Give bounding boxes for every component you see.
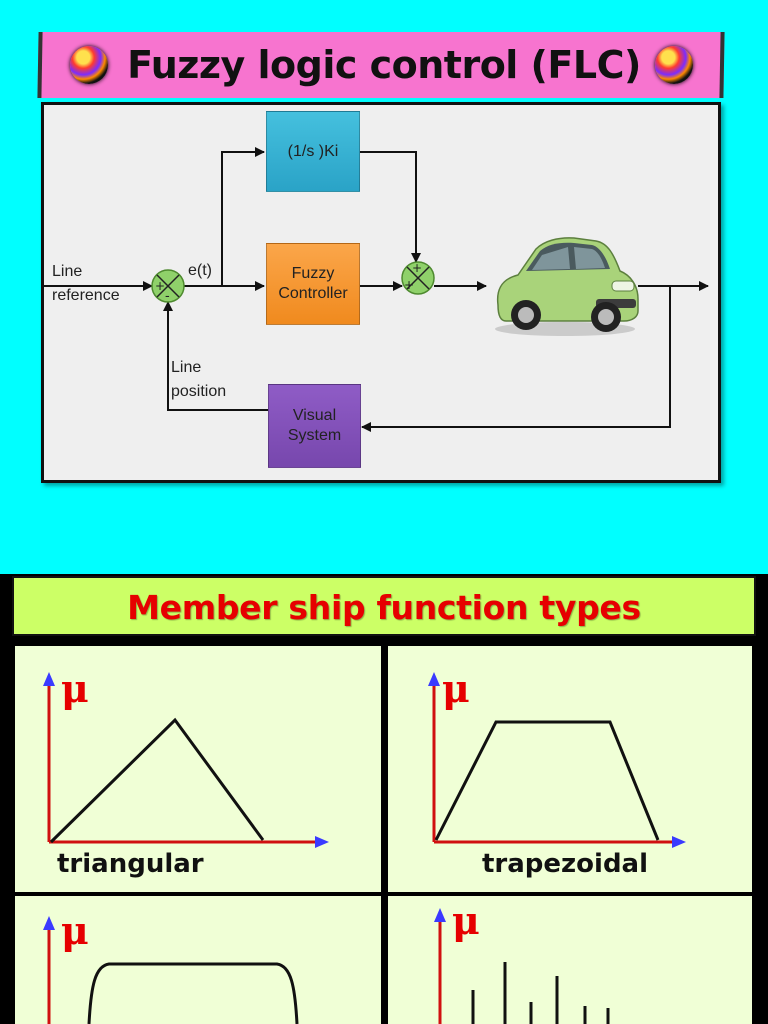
decorative-orb-icon: [70, 46, 108, 84]
mu-symbol: μ: [442, 666, 470, 711]
integrator-output-arrow: [360, 151, 421, 263]
mu-symbol: μ: [61, 908, 89, 953]
rounded-plateau-plot: [43, 916, 299, 1024]
integrator-block: (1/s )Ki: [266, 111, 360, 192]
singleton-lines: [471, 962, 610, 1024]
feedback-arrow: [361, 286, 671, 432]
svg-text:+: +: [404, 278, 414, 292]
svg-text:-: -: [165, 289, 170, 304]
triangular-caption: triangular: [57, 849, 204, 879]
mu-symbol: μ: [452, 898, 480, 943]
diagram-wiring: + - + +: [44, 147, 709, 432]
car-image: [495, 237, 639, 336]
membership-title: Member ship function types: [127, 588, 641, 627]
summing-junction-1: + -: [151, 269, 185, 304]
trapezoid-curve: [434, 720, 660, 841]
trapezoidal-caption: trapezoidal: [482, 849, 649, 879]
slide-membership-functions: Member ship function types μ triangular …: [0, 574, 768, 1024]
rounded-curve: [87, 962, 299, 1024]
error-label: e(t): [188, 262, 212, 279]
mf-cell-trapezoidal: μ trapezoidal: [388, 646, 752, 892]
mu-symbol: μ: [61, 666, 89, 711]
summing-junction-2: + +: [401, 261, 435, 295]
triangle-curve: [49, 717, 265, 844]
fuzzy-controller-block: Fuzzy Controller: [266, 243, 360, 325]
trapezoidal-plot: [428, 672, 686, 848]
membership-header: Member ship function types: [12, 576, 756, 636]
line-position-label: Line position: [171, 359, 227, 400]
decorative-orb-icon: [655, 46, 693, 84]
slide-title: Fuzzy logic control (FLC): [127, 43, 641, 87]
slide-fuzzy-logic-control: Fuzzy logic control (FLC): [37, 32, 725, 483]
visual-system-block: Visual System: [268, 384, 361, 468]
mf-cell-singletons: μ: [388, 896, 752, 1024]
svg-text:+: +: [412, 261, 422, 275]
svg-text:+: +: [155, 279, 165, 293]
line-position-arrow: [163, 301, 268, 411]
triangular-plot: [43, 672, 329, 848]
singletons-plot: [434, 908, 610, 1024]
flc-block-diagram: + - + +: [41, 102, 721, 483]
line-reference-label: Line reference: [52, 263, 120, 304]
mf-cell-triangular: μ triangular: [15, 646, 381, 892]
mf-cell-rounded: μ: [15, 896, 381, 1024]
integrator-branch-arrow: [221, 147, 265, 286]
